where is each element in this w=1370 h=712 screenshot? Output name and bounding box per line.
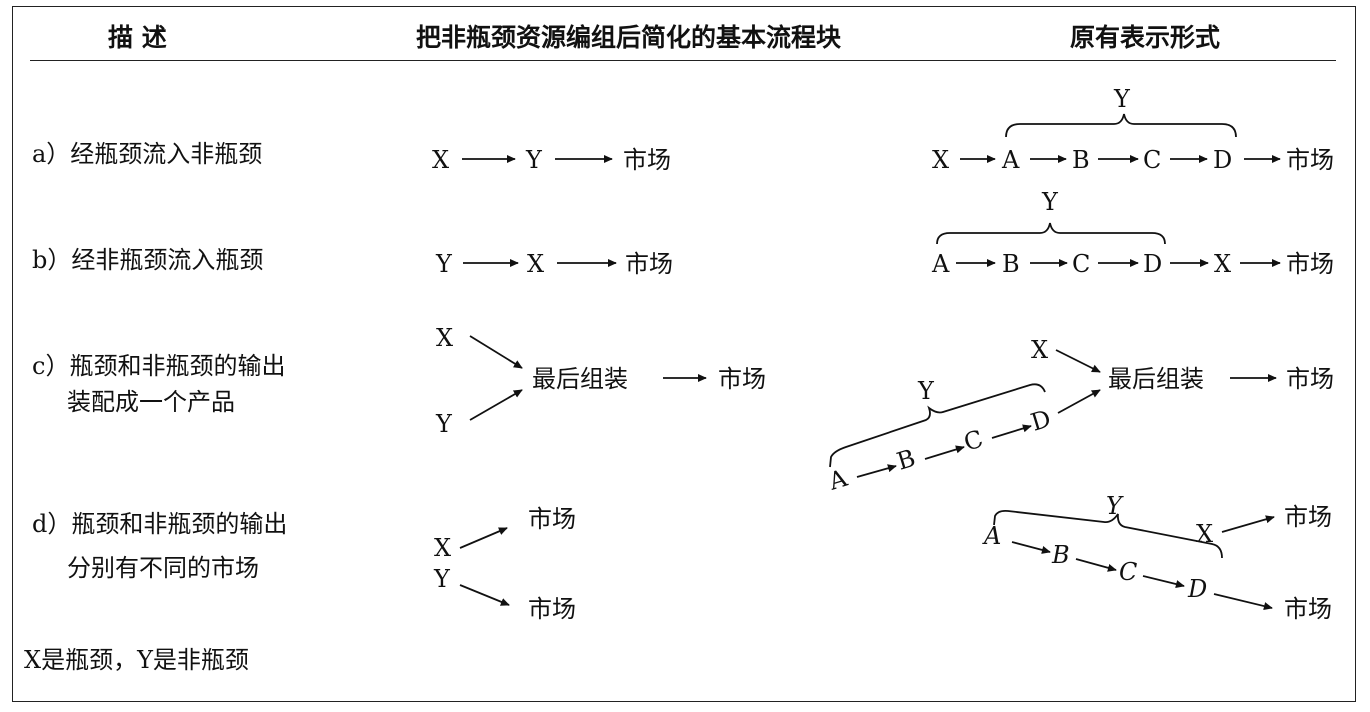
node-assembly: 最后组装 (1108, 365, 1204, 393)
brace-label-y: Y (1106, 492, 1124, 520)
arrow (1011, 541, 1051, 554)
arrow (1142, 575, 1185, 589)
row-d-description-line2: 分别有不同的市场 (67, 554, 259, 582)
node-market: 市场 (718, 365, 766, 393)
header-description: 描 述 (108, 23, 167, 52)
arrow (924, 445, 965, 460)
node-x: X (432, 146, 449, 174)
node-x: X (932, 146, 949, 174)
node-c: C (961, 425, 987, 457)
arrow (1055, 349, 1101, 373)
node-b: B (1051, 541, 1070, 569)
row-c-description-line2: 装配成一个产品 (67, 388, 235, 416)
node-d: D (1028, 404, 1055, 436)
row-b-description: b）经非瓶颈流入瓶颈 (32, 246, 264, 274)
node-a: A (1001, 146, 1020, 174)
arrow (459, 527, 508, 549)
arrow (469, 389, 523, 421)
arrow (459, 584, 510, 606)
node-x: X (527, 250, 544, 278)
node-d: D (1213, 146, 1232, 174)
header-original-form: 原有表示形式 (1070, 23, 1221, 52)
node-b: B (894, 444, 919, 476)
node-c: C (1072, 250, 1090, 278)
node-y: Y (435, 250, 453, 278)
node-a: A (825, 464, 851, 496)
arrow (1221, 515, 1275, 533)
node-c: C (1119, 558, 1137, 586)
node-x: X (1031, 336, 1048, 364)
arrow (1057, 389, 1101, 414)
brace-label-y: Y (917, 377, 935, 405)
node-market: 市场 (1286, 365, 1334, 393)
node-assembly: 最后组装 (532, 365, 628, 393)
footnote: X是瓶颈，Y是非瓶颈 (24, 646, 249, 674)
node-x: X (1196, 520, 1213, 548)
node-c: C (1143, 146, 1161, 174)
node-market: 市场 (1284, 503, 1332, 531)
node-d: D (1143, 250, 1162, 278)
node-market: 市场 (1284, 595, 1332, 623)
brace-label-y: Y (1113, 85, 1131, 113)
header-simplified-flow: 把非瓶颈资源编组后简化的基本流程块 (416, 23, 842, 52)
node-x: X (436, 324, 453, 352)
brace-y (1005, 113, 1237, 138)
node-y: Y (525, 146, 543, 174)
node-market: 市场 (1286, 250, 1334, 278)
node-market: 市场 (623, 146, 671, 174)
brace-y (936, 222, 1166, 245)
node-y: Y (435, 410, 453, 438)
node-x: X (434, 534, 451, 562)
arrow (1075, 558, 1117, 572)
brace-y (829, 383, 1046, 468)
node-market: 市场 (528, 595, 576, 623)
row-d-description-line1: d）瓶颈和非瓶颈的输出 (32, 510, 288, 538)
node-b: B (1072, 146, 1090, 174)
brace-y (993, 509, 1223, 559)
node-a: A (931, 250, 950, 278)
arrow (469, 335, 523, 369)
table-frame (12, 6, 1356, 702)
node-market: 市场 (528, 505, 576, 533)
brace-label-y: Y (1041, 188, 1059, 216)
node-market: 市场 (1286, 146, 1334, 174)
node-x: X (1214, 250, 1231, 278)
header-rule (30, 60, 1336, 61)
node-d: D (1187, 575, 1207, 603)
row-c-description-line1: c）瓶颈和非瓶颈的输出 (32, 352, 286, 380)
arrow (991, 424, 1032, 439)
node-market: 市场 (625, 250, 673, 278)
arrow (856, 464, 897, 478)
node-a: A (982, 522, 1001, 550)
node-b: B (1002, 250, 1020, 278)
row-a-description: a）经瓶颈流入非瓶颈 (32, 140, 263, 168)
node-y: Y (433, 565, 451, 593)
arrow (1213, 593, 1273, 611)
